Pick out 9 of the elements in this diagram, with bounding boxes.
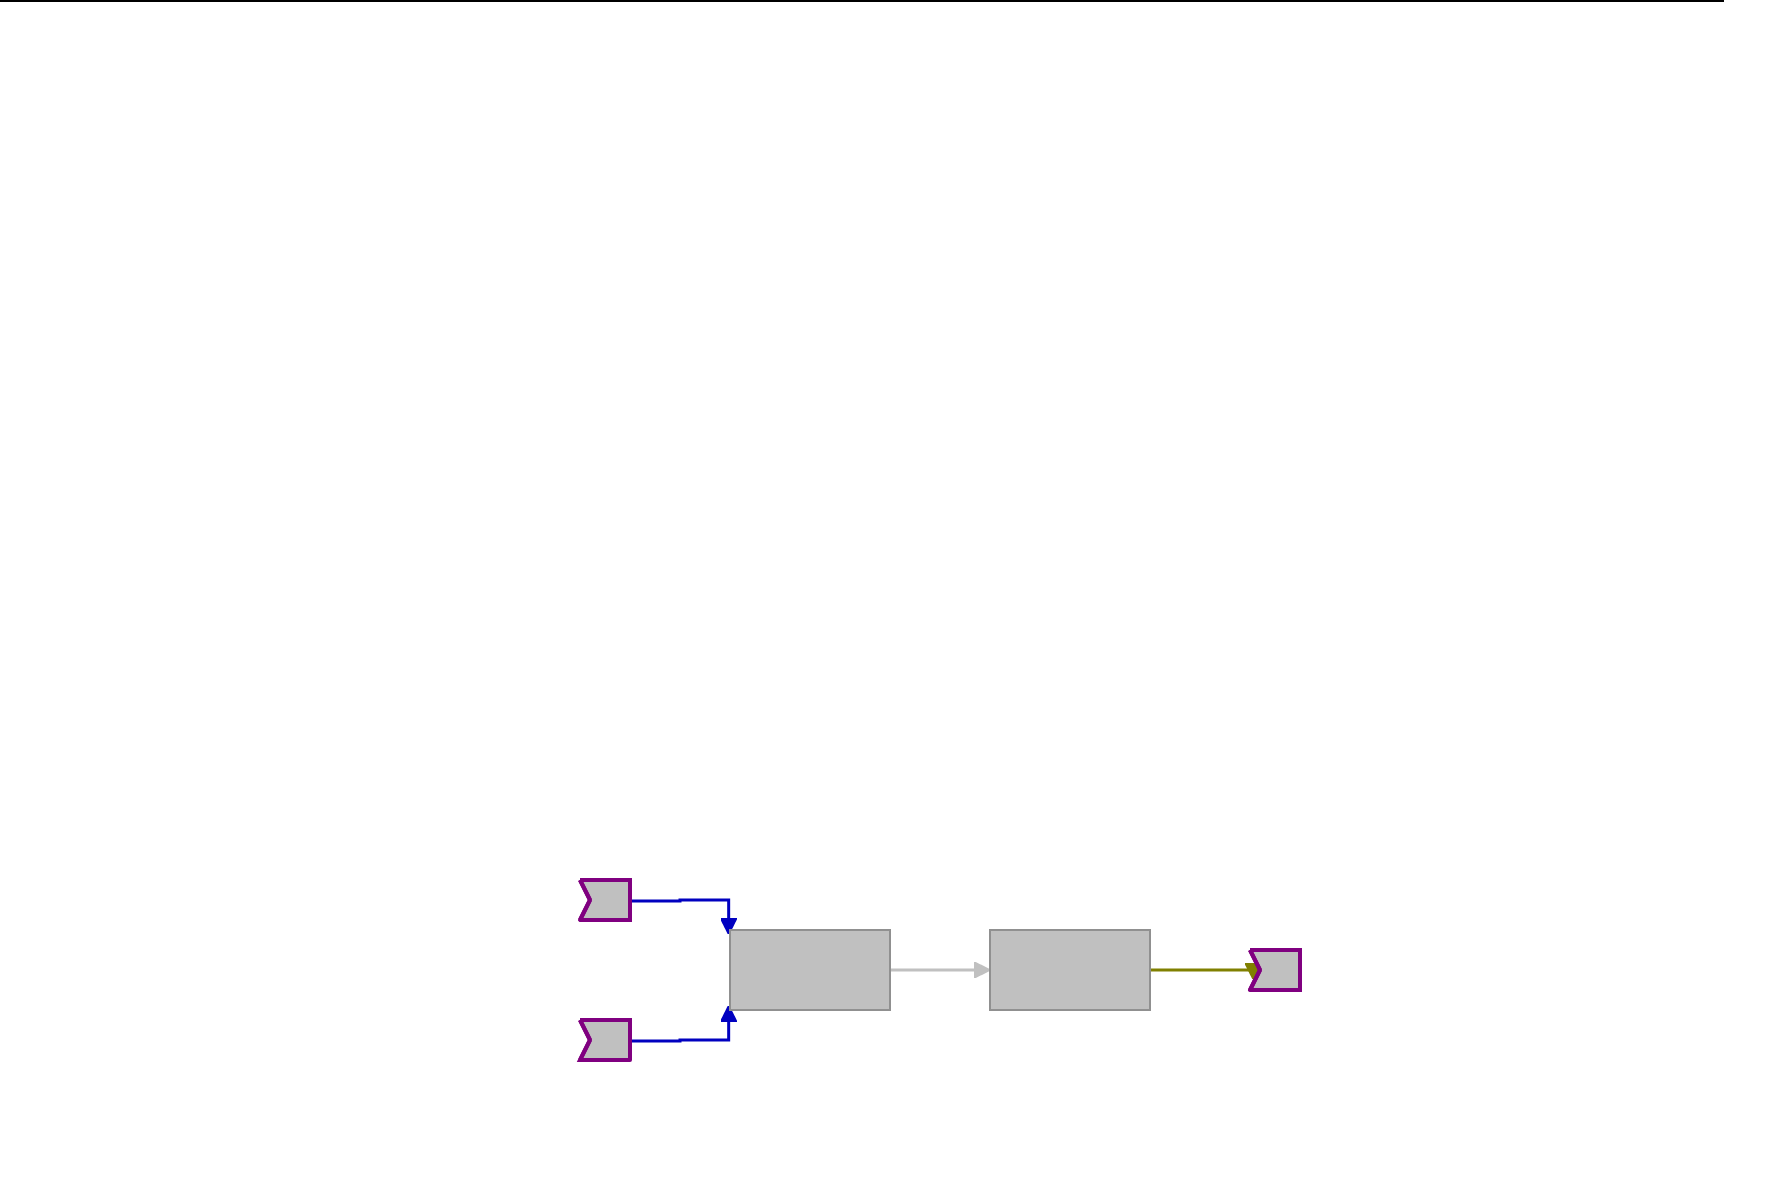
connector-flag [578, 1018, 632, 1062]
arrow [1150, 962, 1262, 980]
arrow [631, 898, 738, 935]
arrow [890, 961, 991, 979]
block-box [729, 929, 891, 1011]
connector-flag [1248, 948, 1302, 992]
connector-flag [578, 878, 632, 922]
arrow [631, 1005, 738, 1043]
block-box [989, 929, 1151, 1011]
